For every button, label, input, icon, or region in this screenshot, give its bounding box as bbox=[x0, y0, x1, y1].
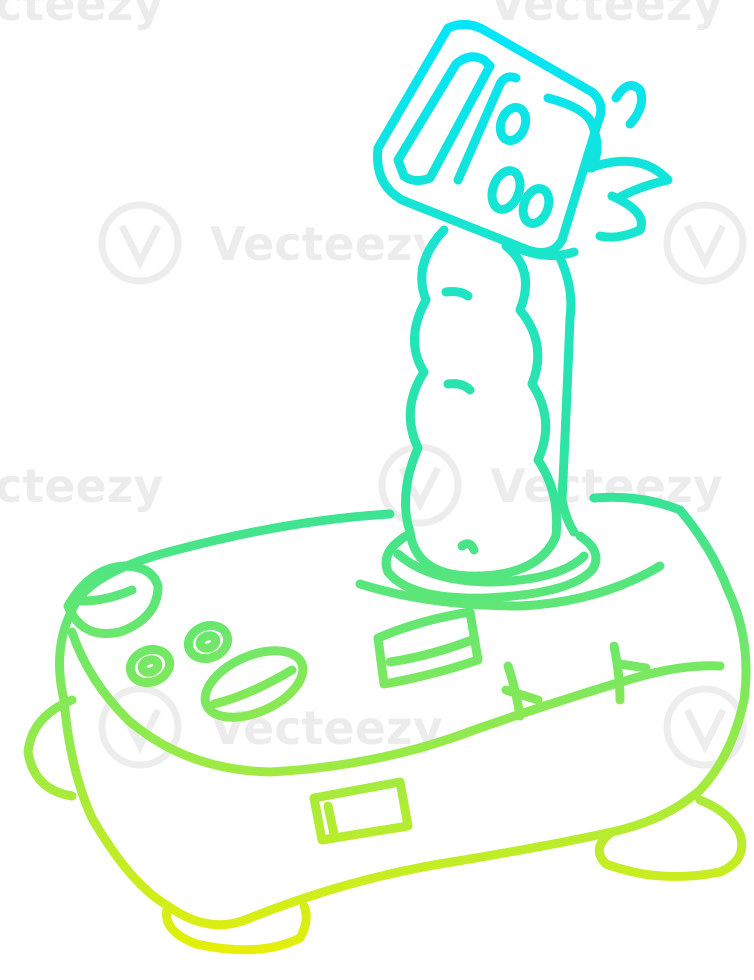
watermark-text: Vecteezy bbox=[490, 0, 723, 31]
watermark-logo-icon bbox=[663, 685, 747, 769]
detail-marks bbox=[501, 641, 651, 721]
line-art bbox=[23, 20, 751, 955]
watermark-logo-icon bbox=[663, 201, 747, 285]
joystick-head bbox=[373, 20, 673, 257]
thumb-button bbox=[63, 561, 163, 638]
rect-buttons bbox=[309, 607, 483, 845]
controller-body bbox=[23, 492, 751, 955]
round-buttons bbox=[125, 620, 308, 722]
joystick-stick bbox=[401, 225, 579, 581]
watermark-text: Vecteezy bbox=[210, 701, 443, 755]
watermark-text: Vecteezy bbox=[210, 217, 443, 271]
stick-base-ring bbox=[381, 531, 601, 603]
watermark-text: Vecteezy bbox=[490, 459, 723, 513]
watermark-logo-icon bbox=[98, 201, 182, 285]
watermark: Vecteezy cteezy Vecteezy Vecteezy Vectee… bbox=[0, 0, 747, 769]
watermark-text: cteezy bbox=[0, 459, 163, 513]
watermark-text: cteezy bbox=[0, 0, 163, 31]
